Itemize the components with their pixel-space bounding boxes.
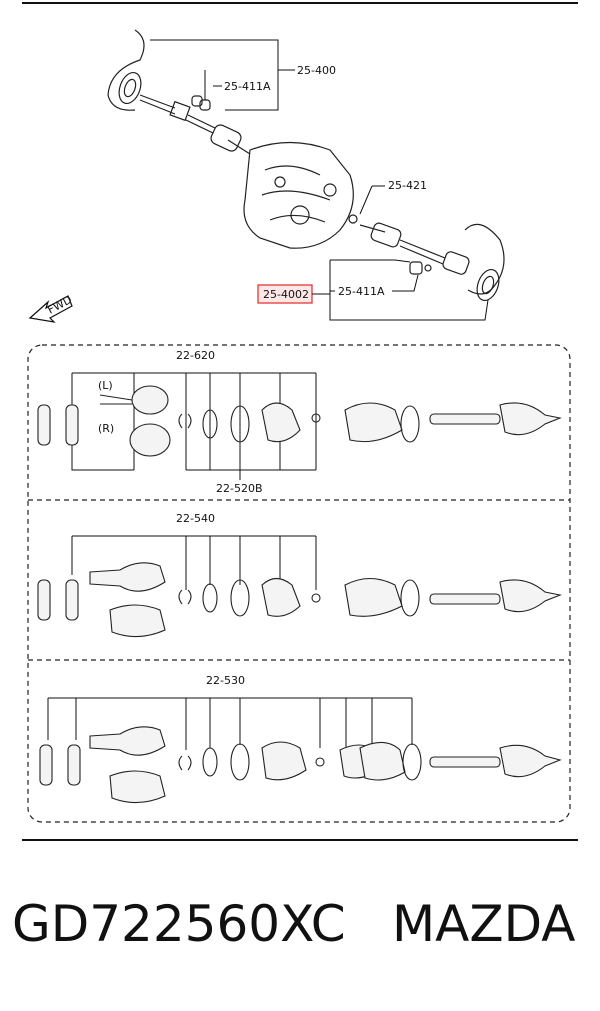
- panel-1-parts: [37, 385, 562, 457]
- label-25-411a-lower: 25-411A: [338, 285, 385, 298]
- label-25-400: 25-400: [297, 64, 336, 77]
- label-25-411a-upper: 25-411A: [224, 80, 271, 93]
- panel-2-leaders: [71, 535, 317, 590]
- label-22-540: 22-540: [176, 512, 215, 525]
- panel-3-leaders: [47, 697, 413, 750]
- label-22-620: 22-620: [176, 349, 215, 362]
- panel-2-parts: [37, 562, 562, 638]
- panel-2: 22-540: [37, 512, 562, 638]
- brand-name: MAZDA: [392, 895, 576, 953]
- top-leader-lines: [150, 39, 489, 321]
- variants-dashed-frame: [27, 344, 571, 823]
- label-22-520b: 22-520B: [216, 482, 263, 495]
- panel-3-parts: [39, 726, 562, 804]
- label-22-530: 22-530: [206, 674, 245, 687]
- label-25-4002: 25-4002: [263, 288, 309, 301]
- drive-assembly-illustration: [107, 29, 505, 302]
- panel-3: 22-530: [39, 674, 562, 804]
- part-number: GD722560XC: [12, 895, 346, 953]
- label-left: (L): [98, 379, 113, 392]
- label-25-421: 25-421: [388, 179, 427, 192]
- caption: GD722560XC MAZDA: [0, 895, 600, 975]
- highlighted-part-label[interactable]: 25-4002: [257, 284, 330, 304]
- fwd-arrow-icon: FWD: [28, 293, 74, 323]
- label-right: (R): [98, 422, 114, 435]
- panel-1: 22-620 (L) (R) 22-520B: [37, 349, 562, 495]
